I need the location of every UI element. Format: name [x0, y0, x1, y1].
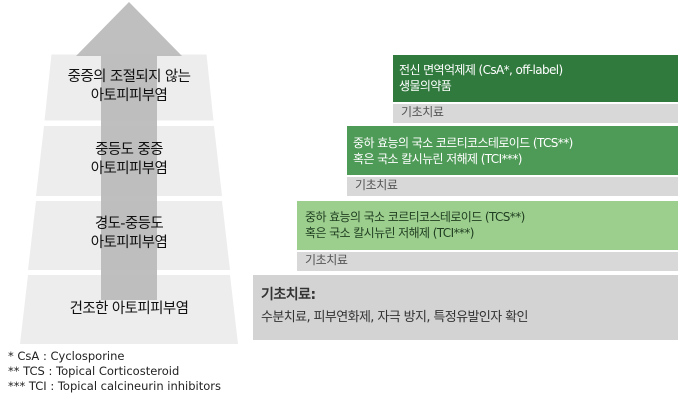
treatment-line: 전신 면역억제제 (CsA*, off-label) [399, 63, 563, 77]
tier-label-line: 아토피피부염 [90, 235, 168, 251]
treatment-line: 중하 효능의 국소 코르티코스테로이드 (TCS**) [353, 136, 573, 150]
footnotes: * CsA : Cyclosporine ** TCS : Topical Co… [8, 349, 221, 394]
tier-label-mild: 경도-중등도 아토피피부염 [0, 215, 258, 253]
severity-arrow [76, 2, 182, 300]
tier-label-line: 아토피피부염 [90, 88, 168, 104]
footnote-tcs: ** TCS : Topical Corticosteroid [8, 364, 180, 378]
basic-treatment-items: 수분치료, 피부연화제, 자극 방지, 특정유발인자 확인 [261, 310, 528, 325]
treatment-block-mild: 중하 효능의 국소 코르티코스테로이드 (TCS**) 혹은 국소 칼시뉴린 저… [297, 201, 678, 250]
pyramid-tier-dry [20, 275, 238, 344]
tier-label-moderate: 중등도 중증 아토피피부염 [0, 141, 258, 179]
treatment-line: 중하 효능의 국소 코르티코스테로이드 (TCS**) [305, 210, 525, 224]
tier-label-line: 중등도 중증 [95, 142, 163, 158]
base-strip-moderate: 기초치료 [347, 177, 678, 196]
basic-treatment-title: 기초치료: [261, 287, 316, 303]
tier-label-line: 경도-중등도 [94, 216, 164, 232]
treatment-line: 혹은 국소 칼시뉴린 저해제 (TCI***) [305, 226, 474, 240]
footnote-tci: *** TCI : Topical calcineurin inhibitors [8, 379, 222, 393]
treatment-block-severe: 전신 면역억제제 (CsA*, off-label) 생물의약품 [393, 55, 678, 102]
basic-treatment-box: 기초치료: 수분치료, 피부연화제, 자극 방지, 특정유발인자 확인 [253, 275, 678, 340]
tier-label-line: 중증의 조절되지 않는 [67, 69, 191, 85]
footnote-csa: * CsA : Cyclosporine [8, 349, 125, 363]
base-strip-mild: 기초치료 [297, 252, 678, 271]
treatment-line: 혹은 국소 칼시뉴린 저해제 (TCI***) [353, 152, 522, 166]
severity-pyramid: 중증의 조절되지 않는 아토피피부염 중등도 중증 아토피피부염 경도-중등도 … [0, 0, 240, 350]
tier-label-dry: 건조한 아토피피부염 [0, 300, 258, 319]
tier-label-line: 아토피피부염 [90, 161, 168, 177]
treatment-line: 생물의약품 [399, 79, 452, 93]
treatment-block-moderate: 중하 효능의 국소 코르티코스테로이드 (TCS**) 혹은 국소 칼시뉴린 저… [347, 126, 678, 175]
tier-label-severe: 중증의 조절되지 않는 아토피피부염 [0, 68, 258, 106]
tier-label-line: 건조한 아토피피부염 [69, 301, 189, 317]
pyramid-shape [20, 2, 238, 344]
base-strip-severe: 기초치료 [393, 104, 678, 123]
